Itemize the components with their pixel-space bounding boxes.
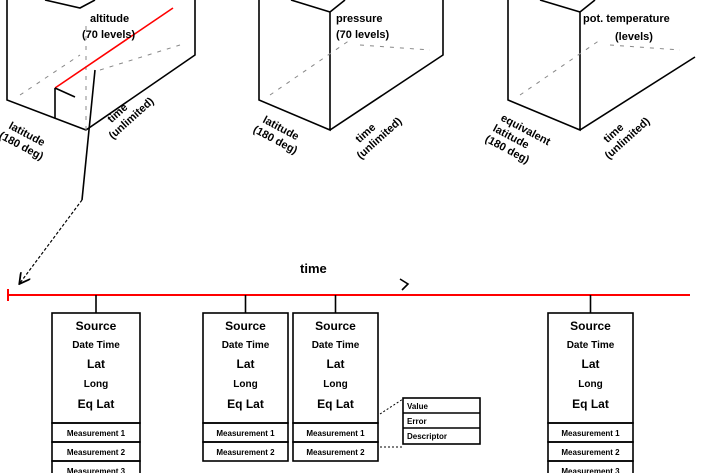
timeline: time xyxy=(7,261,690,301)
record-field: Lat xyxy=(237,357,255,371)
cube-value-axis-label: altitude xyxy=(90,13,129,25)
cube-altitude: altitude (70 levels) latitude (180 deg) … xyxy=(0,0,196,163)
cube-levels-label: (70 levels) xyxy=(336,29,390,41)
measurement-label: Measurement 1 xyxy=(561,429,620,438)
record-field: Long xyxy=(578,379,602,390)
detail-value: Value xyxy=(407,402,428,411)
record-field: Source xyxy=(570,319,611,333)
record-field: Long xyxy=(84,379,108,390)
detail-descriptor: Descriptor xyxy=(407,432,447,441)
record-field: Long xyxy=(233,379,257,390)
timeline-direction-icon xyxy=(399,278,410,291)
cube-red-slice-line xyxy=(54,7,174,89)
cube-pot-temperature: pot. temperature (levels) equivalent lat… xyxy=(483,0,696,167)
cube-levels-label: (70 levels) xyxy=(82,29,136,41)
cube-value-axis-label: pot. temperature xyxy=(583,13,670,25)
cube-levels-label: (levels) xyxy=(615,31,653,43)
measurement-row xyxy=(547,460,634,473)
record-field: Source xyxy=(76,319,117,333)
measurement-label: Measurement 3 xyxy=(67,467,126,473)
measurement-label: Measurement 2 xyxy=(67,448,126,457)
record-field: Lat xyxy=(327,357,345,371)
record-field: Source xyxy=(225,319,266,333)
record-field: Date Time xyxy=(222,340,270,351)
record-field: Eq Lat xyxy=(78,397,115,411)
record-field: Eq Lat xyxy=(227,397,264,411)
detail-error: Error xyxy=(407,417,427,426)
record-field: Lat xyxy=(582,357,600,371)
timeline-label: time xyxy=(300,261,327,276)
record-field: Long xyxy=(323,379,347,390)
measurement-label: Measurement 2 xyxy=(306,448,365,457)
record-field: Eq Lat xyxy=(317,397,354,411)
measurement-detail-box xyxy=(402,397,481,445)
measurement-row xyxy=(202,441,289,462)
link-line xyxy=(81,69,96,201)
detail-connector xyxy=(379,398,404,448)
measurement-label: Measurement 2 xyxy=(216,448,275,457)
record-field: Source xyxy=(315,319,356,333)
measurement-detail: Value Error Descriptor xyxy=(379,397,481,448)
record-field: Eq Lat xyxy=(572,397,609,411)
record-field: Date Time xyxy=(312,340,360,351)
link-arrow xyxy=(20,199,83,283)
measurement-label: Measurement 1 xyxy=(216,429,275,438)
record-field: Date Time xyxy=(72,340,120,351)
measurement-row xyxy=(51,460,141,473)
measurement-label: Measurement 1 xyxy=(306,429,365,438)
cube-value-axis-label: pressure xyxy=(336,13,382,25)
measurement-label: Measurement 2 xyxy=(561,448,620,457)
record-field: Date Time xyxy=(567,340,615,351)
record-field: Lat xyxy=(87,357,105,371)
measurement-label: Measurement 3 xyxy=(561,467,620,473)
cube-pressure: pressure (70 levels) latitude (180 deg) … xyxy=(251,0,444,162)
measurement-row xyxy=(292,441,379,462)
measurement-label: Measurement 1 xyxy=(67,429,126,438)
